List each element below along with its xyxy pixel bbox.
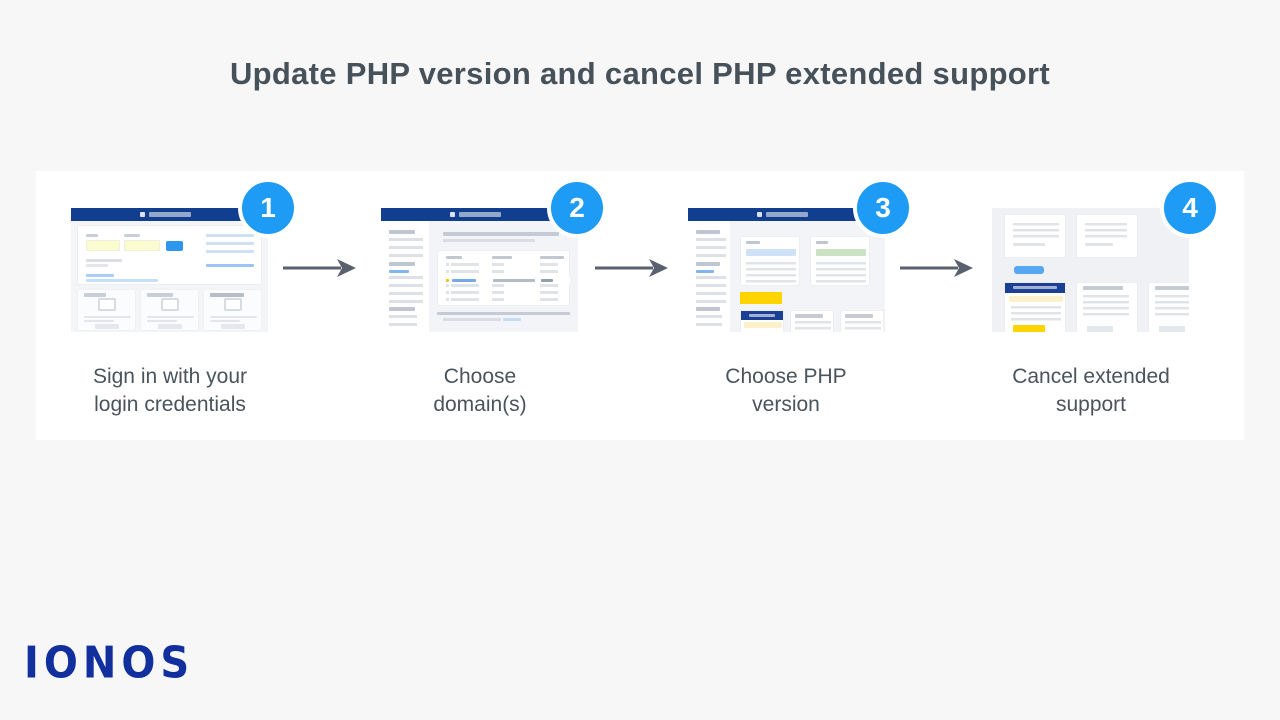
extended-support-card bbox=[1004, 282, 1066, 332]
status-badge-yellow bbox=[1009, 296, 1063, 302]
main-area-placeholder bbox=[429, 221, 578, 332]
email-field-placeholder bbox=[86, 240, 120, 251]
caption-line: Sign in with your bbox=[92, 365, 248, 388]
info-card bbox=[1076, 282, 1138, 332]
button-placeholder bbox=[1087, 326, 1113, 332]
button-placeholder bbox=[221, 324, 245, 329]
arrow-right-icon bbox=[595, 259, 668, 277]
status-badge-yellow bbox=[744, 322, 782, 328]
step-caption: Choose domain(s) bbox=[360, 363, 600, 419]
step-caption: Choose PHP version bbox=[666, 363, 906, 419]
button-placeholder bbox=[1159, 326, 1185, 332]
info-card bbox=[1076, 214, 1138, 258]
page-title: Update PHP version and cancel PHP extend… bbox=[229, 56, 1051, 91]
thumb-topbar bbox=[71, 208, 268, 221]
info-card bbox=[840, 310, 884, 332]
ionos-logo: IONOS bbox=[24, 638, 195, 689]
login-card bbox=[77, 225, 262, 285]
step-caption: Cancel extended support bbox=[971, 363, 1211, 419]
apply-button-placeholder bbox=[740, 292, 782, 304]
status-badge-blue bbox=[746, 249, 796, 256]
caption-line: login credentials bbox=[94, 393, 246, 416]
thumbnail-domain-list-screen bbox=[381, 208, 578, 332]
caption-line: Choose PHP bbox=[725, 365, 847, 388]
login-button-placeholder bbox=[166, 241, 183, 251]
blue-button-placeholder bbox=[1014, 266, 1044, 274]
extended-support-card bbox=[740, 310, 784, 332]
arrow-right-icon bbox=[900, 259, 973, 277]
caption-line: support bbox=[1055, 393, 1127, 416]
thumb-body bbox=[381, 221, 578, 332]
main-area-placeholder bbox=[730, 221, 885, 332]
caption-line: Cancel extended bbox=[1012, 365, 1170, 388]
control-panel-logo-pill bbox=[139, 212, 191, 217]
step-number-badge: 3 bbox=[853, 178, 913, 238]
control-panel-logo-pill bbox=[449, 212, 501, 217]
extended-support-card-header bbox=[741, 311, 783, 320]
control-panel-logo-pill bbox=[756, 212, 808, 217]
thumb-body bbox=[71, 221, 268, 332]
step-number-badge: 4 bbox=[1160, 178, 1220, 238]
teaser-card bbox=[140, 289, 199, 331]
thumbnail-php-version-screen bbox=[688, 208, 885, 332]
thumb-topbar bbox=[381, 208, 578, 221]
extended-support-card-header bbox=[1005, 283, 1065, 293]
info-card bbox=[790, 310, 834, 332]
arrow-right-icon bbox=[283, 259, 356, 277]
selected-domain-row bbox=[439, 277, 570, 284]
caption-line: version bbox=[752, 393, 820, 416]
image-placeholder-icon bbox=[160, 298, 179, 311]
button-placeholder bbox=[95, 324, 119, 329]
thumbnail-login-screen bbox=[71, 208, 268, 332]
image-placeholder-icon bbox=[223, 298, 242, 311]
password-field-placeholder bbox=[124, 240, 160, 251]
step-caption: Sign in with your login credentials bbox=[50, 363, 290, 419]
steps-panel: 1 2 3 4 Sign in with your login credenti… bbox=[36, 171, 1244, 440]
image-placeholder-icon bbox=[97, 298, 116, 311]
thumbnail-extended-support-screen bbox=[992, 208, 1189, 332]
step-number-badge: 1 bbox=[238, 178, 298, 238]
info-card bbox=[1148, 282, 1189, 332]
teaser-card bbox=[203, 289, 262, 331]
info-card bbox=[1004, 214, 1066, 258]
thumb-topbar bbox=[688, 208, 885, 221]
status-badge-green bbox=[816, 249, 866, 256]
button-placeholder bbox=[158, 324, 182, 329]
thumb-body bbox=[688, 221, 885, 332]
php-74-card bbox=[810, 236, 870, 286]
domain-table-placeholder bbox=[437, 250, 570, 306]
caption-line: domain(s) bbox=[433, 393, 527, 416]
php-73-card bbox=[740, 236, 800, 286]
caption-line: Choose bbox=[443, 365, 517, 388]
teaser-card bbox=[77, 289, 136, 331]
step-number-badge: 2 bbox=[547, 178, 607, 238]
cancel-support-button-placeholder bbox=[1013, 325, 1045, 332]
